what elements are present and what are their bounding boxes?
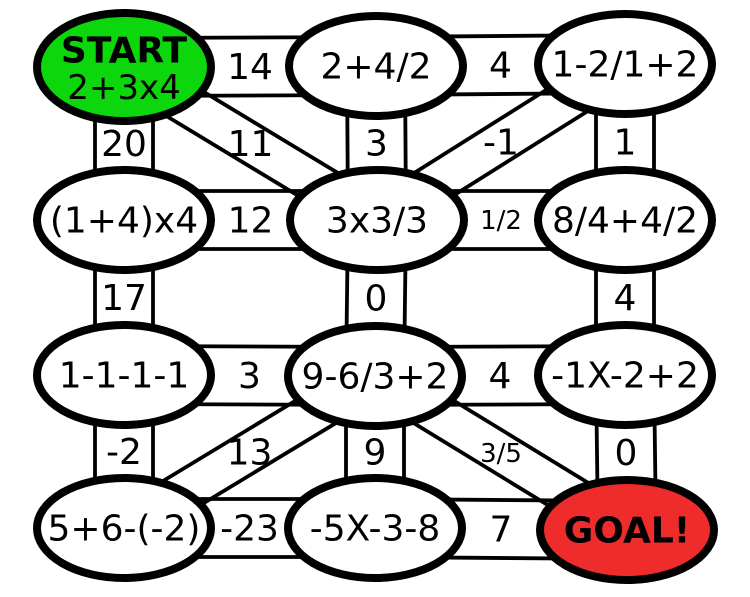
edge-label-n2-n3: 4 [489, 46, 512, 87]
edge-label-n8-n9: 4 [489, 356, 512, 397]
edge-label-n7-n10: -2 [106, 432, 142, 473]
maze-node-n10: 5+6-(-2) [33, 474, 215, 582]
maze-edge-labels: 14 4 20 11 3 -1 1 12 1/2 17 0 4 3 4 -2 13 9 3/5 0 -23 7 [101, 46, 637, 551]
node-ellipse-n2 [285, 12, 467, 120]
edge-label-n4-n7: 17 [101, 278, 147, 319]
node-ellipse-n4 [33, 166, 215, 274]
maze-node-n3: 1-2/1+2 [534, 10, 716, 118]
node-expression-start: 2+3x4 [67, 68, 181, 108]
maze-node-goal: GOAL! [536, 476, 718, 584]
node-ellipse-n3 [534, 10, 716, 118]
node-ellipse-n11 [284, 474, 466, 582]
edge-label-n5-n8: 0 [365, 279, 388, 320]
node-ellipse-n6 [534, 166, 716, 274]
node-title-start: START [61, 31, 188, 72]
node-expression-n3: 1-2/1+2 [552, 45, 699, 86]
maze-node-n4: (1+4)x4 [33, 166, 215, 274]
node-ellipse-goal [536, 476, 718, 584]
edge-label-n3-n5: -1 [483, 123, 519, 164]
node-ellipse-n5 [286, 166, 468, 274]
edge-label-n3-n6: 1 [614, 123, 637, 164]
edge-label-start-n4: 20 [101, 124, 147, 165]
node-expression-n9: -1X-2+2 [551, 356, 699, 397]
edge-label-n8-n11: 9 [364, 433, 387, 474]
edge-label-n8-goal: 3/5 [480, 439, 522, 469]
edge-label-n5-n6: 1/2 [480, 206, 522, 236]
node-expression-n4: (1+4)x4 [50, 201, 198, 242]
maze-node-n8: 9-6/3+2 [284, 322, 466, 430]
node-expression-n6: 8/4+4/2 [552, 201, 698, 242]
node-title-goal: GOAL! [564, 511, 690, 552]
node-expression-n8: 9-6/3+2 [302, 357, 449, 398]
node-expression-n7: 1-1-1-1 [59, 356, 190, 397]
maze-node-n2: 2+4/2 [285, 12, 467, 120]
edge-label-n6-n9: 4 [614, 278, 637, 319]
node-ellipse-start [33, 9, 215, 125]
edge-label-n2-n5: 3 [365, 124, 388, 165]
edge-label-start-n5: 11 [228, 124, 274, 165]
edge-label-n10-n11: -23 [220, 509, 279, 550]
node-expression-n10: 5+6-(-2) [48, 509, 201, 550]
node-expression-n5: 3x3/3 [326, 201, 428, 242]
edge-label-start-n2: 14 [227, 47, 273, 88]
edge-label-n11-goal: 7 [490, 510, 513, 551]
edge-label-n4-n5: 12 [228, 201, 274, 242]
node-ellipse-n9 [534, 321, 716, 429]
edge-label-n9-goal: 0 [615, 433, 638, 474]
edge-label-n7-n8: 3 [238, 356, 261, 397]
maze-node-n7: 1-1-1-1 [33, 321, 215, 429]
maze-node-n11: -5X-3-8 [284, 474, 466, 582]
node-ellipse-n8 [284, 322, 466, 430]
node-ellipse-n7 [33, 321, 215, 429]
node-expression-n11: -5X-3-8 [310, 509, 441, 550]
maze-node-n6: 8/4+4/2 [534, 166, 716, 274]
node-expression-n2: 2+4/2 [320, 47, 431, 88]
maze-node-n5: 3x3/3 [286, 166, 468, 274]
edge-label-n8-n10: 13 [227, 433, 273, 474]
maze-node-n9: -1X-2+2 [534, 321, 716, 429]
node-ellipse-n10 [33, 474, 215, 582]
